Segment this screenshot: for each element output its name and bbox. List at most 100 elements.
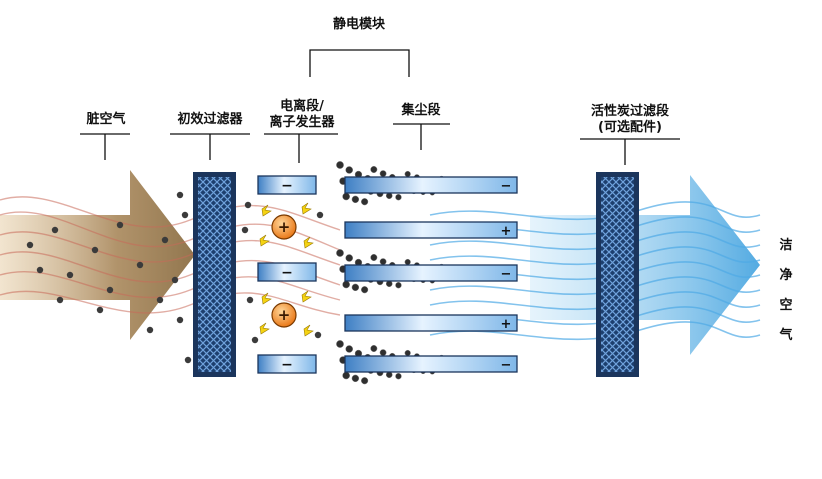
- dust-particle: [342, 192, 350, 201]
- collector-plate: −: [336, 249, 518, 294]
- clean-air-char-2: 净: [779, 268, 793, 283]
- dust-particle: [345, 345, 353, 353]
- dust-particle: [156, 296, 164, 304]
- dirty-air-label: 脏空气: [86, 112, 126, 127]
- spark-icon: [261, 204, 272, 217]
- prefilter: [193, 172, 236, 377]
- dust-particle: [171, 276, 179, 284]
- ions: ++: [259, 202, 314, 337]
- ionizer-plate: [257, 175, 317, 195]
- ion-sign: +: [278, 218, 291, 236]
- clean-stream: [429, 321, 761, 341]
- clean-stream: [429, 291, 761, 311]
- ion-circle: [271, 214, 297, 240]
- dirty-stream: [0, 270, 341, 301]
- clean-air-char-4: 气: [779, 328, 793, 343]
- dust-particle: [345, 166, 353, 174]
- collector-plate-sign: +: [501, 317, 512, 332]
- ion-sign: +: [278, 306, 291, 324]
- dust-particle: [336, 340, 344, 348]
- spark-icon: [259, 322, 270, 335]
- dust-particle: [351, 283, 360, 292]
- prefilter-label: 初效过滤器: [177, 112, 243, 127]
- clean-stream: [429, 276, 761, 296]
- dust-particle: [345, 254, 353, 262]
- dust-particle: [370, 254, 378, 261]
- dust-particle: [146, 326, 154, 334]
- collector-plate-bar: [344, 355, 518, 373]
- ionizer-plate: [257, 262, 317, 282]
- clean-air-char-3: 空: [779, 298, 793, 313]
- clean-air-arrow: [530, 175, 760, 355]
- spark-icon: [261, 292, 272, 305]
- carbon-filter-mesh: [601, 177, 634, 372]
- dust-particle: [184, 356, 192, 364]
- dust-particle: [176, 191, 184, 199]
- dust-particle: [241, 226, 249, 234]
- collector-plate-sign: −: [501, 358, 512, 373]
- dust-particle: [395, 373, 402, 380]
- carbon-label-line1: 活性炭过滤段: [590, 104, 669, 119]
- ion: +: [259, 290, 314, 337]
- spark-icon: [303, 324, 314, 337]
- dust-particle: [395, 194, 402, 201]
- dust-particle: [244, 201, 252, 209]
- dust-particle: [26, 241, 34, 249]
- collector-plate: −: [336, 161, 518, 206]
- carbon-label-line2: (可选配件): [598, 120, 662, 135]
- ionizer-label-line2: 离子发生器: [269, 115, 335, 130]
- dust-particle: [404, 349, 411, 357]
- collector-plates: − + − + −: [336, 161, 518, 385]
- ionizer-plate: [257, 354, 317, 374]
- dust-particle: [370, 345, 378, 352]
- spark-icon: [301, 202, 312, 215]
- collector-plate: +: [344, 221, 518, 239]
- prefilter-mesh: [198, 177, 231, 372]
- dust-particle: [136, 261, 144, 269]
- module-bracket: [309, 49, 410, 77]
- collector-plate-sign: +: [501, 224, 512, 239]
- dust-particle: [342, 371, 350, 380]
- dust-particle: [379, 258, 387, 265]
- ionizer-plates: −−−: [257, 175, 317, 374]
- dust-particle: [36, 266, 44, 274]
- module-label: 静电模块: [332, 17, 385, 32]
- collector-plate: −: [336, 340, 518, 385]
- dirty-stream: [0, 231, 341, 266]
- ionizer-plate-sign: −: [281, 357, 293, 373]
- callout-lines: [80, 49, 680, 165]
- dust-particle: [370, 166, 378, 173]
- spark-icon: [259, 234, 270, 247]
- dust-particle: [336, 161, 344, 169]
- dirty-stream: [0, 290, 341, 316]
- dust-particle: [379, 170, 387, 177]
- collector-plate-bar: [344, 314, 518, 332]
- collector-plate-sign: −: [501, 179, 512, 194]
- dust-particle: [176, 316, 184, 324]
- dust-particle: [246, 296, 254, 304]
- dirty-stream: [0, 196, 341, 231]
- dust-particle: [106, 286, 114, 294]
- dust-particle: [336, 249, 344, 257]
- dirty-air-dust: [26, 191, 324, 364]
- ion: +: [259, 202, 314, 249]
- clean-stream: [429, 201, 761, 221]
- dust-particle: [116, 221, 124, 229]
- clean-stream: [429, 231, 761, 251]
- collector-plate-bar: [344, 264, 518, 282]
- dust-particle: [342, 280, 350, 289]
- clean-stream: [429, 246, 761, 266]
- ionizer-label-line1: 电离段/: [280, 99, 324, 114]
- dust-particle: [314, 331, 322, 339]
- spark-icon: [303, 236, 314, 249]
- ionizer-plate-sign: −: [281, 265, 293, 281]
- collector-plate-bar: [344, 221, 518, 239]
- collector-plate-bar: [344, 176, 518, 194]
- dust-particle: [404, 170, 411, 178]
- dust-particle: [161, 236, 169, 244]
- dust-particle: [66, 271, 74, 279]
- collector-plate: +: [344, 314, 518, 332]
- dirty-air-arrow: [0, 170, 195, 340]
- collector-label: 集尘段: [401, 103, 441, 118]
- dust-particle: [316, 211, 324, 219]
